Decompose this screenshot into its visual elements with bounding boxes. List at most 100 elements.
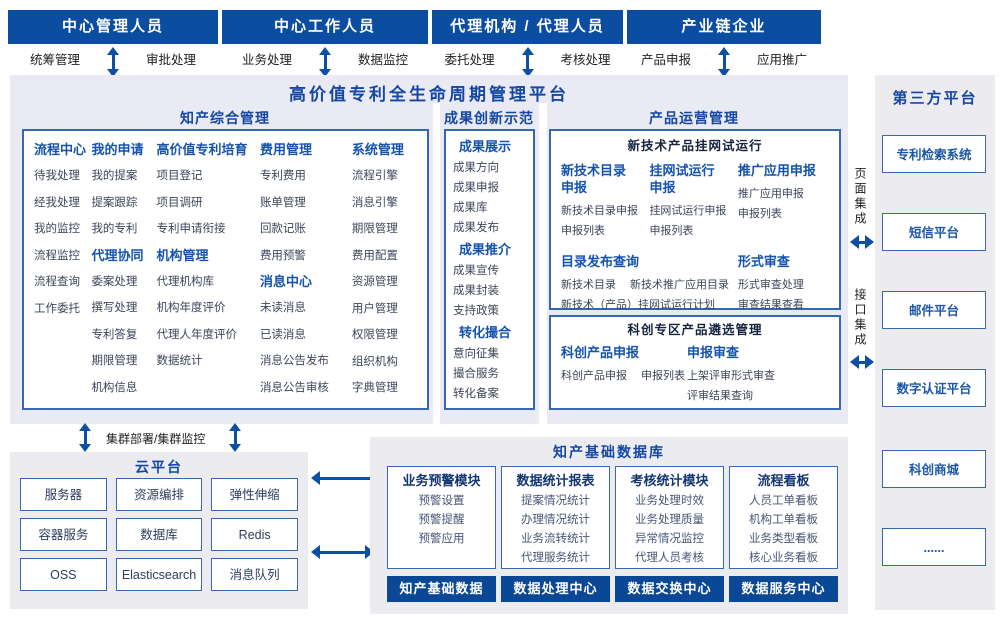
- data-module-title: 数据统计报表: [516, 473, 595, 488]
- sci-innovation-selection-box: 科创专区产品遴选管理 科创产品申报 科创产品申报申报列表 申报审查 上架评审形式…: [549, 315, 841, 410]
- menu-column: 高价值专利培育 项目登记项目调研专利申请衔接 机构管理 代理机构库机构年度评价代…: [157, 137, 257, 408]
- actor-function-label: 业务处理: [241, 53, 292, 67]
- platform-title: 高价值专利全生命周期管理平台: [289, 85, 569, 104]
- menu-item: 撰写处理: [91, 302, 138, 314]
- menu-column: 我的申请 我的提案提案跟踪我的专利 代理协同 委案处理撰写处理专利答复期限管理机…: [91, 137, 152, 408]
- menu-item: 数据统计: [156, 355, 203, 367]
- horizontal-double-arrow-icon: [850, 355, 874, 369]
- sub-box-title: 科创专区产品遴选管理: [627, 323, 763, 337]
- menu-item: 我的提案: [91, 170, 138, 182]
- actor-group: 代理机构 / 代理人员 委托处理 考核处理: [432, 10, 623, 79]
- menu-item: 评审结果查询: [686, 390, 753, 402]
- menu-items: 推广应用申报申报列表: [738, 184, 826, 224]
- third-party-system: ......: [882, 528, 986, 566]
- menu-group: 成果展示 成果方向成果申报成果库成果发布: [453, 135, 526, 238]
- group-row: 目录发布查询 新技术目录新技术推广应用目录新技术（产品）挂网试运行计划 形式审查…: [561, 249, 829, 315]
- menu-item: 费用预警: [259, 249, 306, 262]
- data-module-item: 代理服务统计: [521, 552, 590, 564]
- data-module-title: 业务预警模块: [402, 473, 481, 488]
- menu-group-title: 转化撮合: [459, 325, 512, 340]
- menu-item: 科创产品申报: [561, 370, 627, 382]
- actor-group: 产业链企业 产品申报 应用推广: [627, 10, 821, 79]
- actor-banner: 代理机构 / 代理人员: [432, 10, 623, 44]
- menu-item: 权限管理: [351, 329, 398, 341]
- menu-item: 项目登记: [156, 170, 203, 182]
- actor-function-label: 数据监控: [358, 53, 409, 67]
- section-title-achievement: 成果创新示范: [444, 110, 534, 126]
- menu-item: 委案处理: [91, 275, 138, 288]
- data-module-item: 人员工单看板: [749, 495, 818, 507]
- menu-item: 申报列表: [561, 225, 605, 237]
- menu-item: 流程监控: [34, 249, 80, 262]
- menu-items: 挂网试运行申报申报列表: [649, 201, 737, 241]
- menu-item: 形式审查处理: [737, 279, 804, 291]
- menu-item: 代理机构库: [156, 275, 215, 288]
- cloud-service: 资源编排: [115, 478, 203, 511]
- menu-item: 新技术（产品）挂网试运行计划: [561, 299, 715, 311]
- data-module-items: 人员工单看板机构工单看板业务类型看板核心业务看板: [730, 492, 837, 568]
- menu-group-title: 申报审查: [686, 345, 739, 360]
- data-module-item: 代理人员考核: [635, 552, 704, 564]
- group-row: 新技术目录 申报 新技术目录申报申报列表 挂网试运行 申报 挂网试运行申报申报列…: [561, 158, 829, 241]
- sub-box-title: 新技术产品挂网试运行: [627, 139, 763, 153]
- vertical-double-arrow-icon: [78, 423, 92, 452]
- cloud-service: 服务器: [20, 478, 107, 511]
- menu-items: 意向征集撮合服务转化备案: [453, 344, 526, 404]
- actor-function-label: 产品申报: [640, 53, 691, 67]
- menu-item: 成果库: [453, 202, 488, 214]
- cloud-service: Redis: [211, 518, 298, 551]
- actor-banner: 产业链企业: [627, 10, 821, 44]
- menu-items: 项目登记项目调研专利申请衔接: [157, 163, 257, 243]
- data-module-item: 业务流转统计: [521, 533, 590, 545]
- data-module-items: 业务处理时效业务处理质量异常情况监控代理人员考核: [616, 492, 723, 568]
- menu-item: 申报列表: [649, 225, 694, 237]
- data-center-label: 数据交换中心: [615, 576, 724, 602]
- data-module: 业务预警模块 预警设置预警提醒预警应用: [387, 466, 496, 569]
- third-party-system: 数字认证平台: [882, 369, 986, 407]
- menu-group: 系统管理 流程引擎消息引擎期限管理费用配置资源管理用户管理权限管理组织机构字典管…: [352, 137, 417, 402]
- section-title-product-ops: 产品运营管理: [649, 110, 739, 126]
- menu-group: 转化撮合 意向征集撮合服务转化备案: [453, 321, 526, 404]
- menu-group: 费用管理 专利费用账单管理回款记账费用预警: [260, 137, 348, 269]
- menu-column: 系统管理 流程引擎消息引擎期限管理费用配置资源管理用户管理权限管理组织机构字典管…: [352, 137, 417, 408]
- left-arrow-icon: [311, 471, 374, 485]
- menu-items: 上架评审形式审查评审结果查询: [687, 366, 829, 406]
- menu-group: 推广应用申报 推广应用申报申报列表: [738, 158, 826, 241]
- menu-group-title: 机构管理: [156, 247, 209, 263]
- menu-item: 组织机构: [351, 355, 398, 368]
- menu-group-title: 推广应用申报: [737, 163, 816, 178]
- third-party-system: 专利检索系统: [882, 135, 986, 173]
- menu-item: 机构年度评价: [156, 302, 226, 314]
- vertical-double-arrow-icon: [521, 47, 535, 77]
- data-module-item: 业务处理时效: [635, 495, 704, 507]
- page-integration-label: 页面集成: [853, 167, 867, 227]
- platform-container: 高价值专利全生命周期管理平台 知产综合管理 成果创新示范 产品运营管理 流程中心…: [10, 75, 848, 424]
- data-module-item: 预警提醒: [418, 514, 465, 526]
- menu-group-title: 挂网试运行 申报: [649, 163, 715, 195]
- menu-group: 申报审查 上架评审形式审查评审结果查询: [687, 340, 829, 406]
- menu-item: 成果封装: [453, 285, 499, 297]
- actor-function-label: 统筹管理: [29, 53, 80, 67]
- menu-item: 专利答复: [91, 328, 138, 341]
- menu-item: 资源管理: [351, 276, 398, 288]
- data-center-label: 知产基础数据: [387, 576, 496, 602]
- menu-item: 提案跟踪: [91, 196, 138, 209]
- menu-item: 待我处理: [34, 170, 80, 182]
- menu-items: 形式审查处理审查结果查看: [738, 275, 829, 315]
- menu-item: 新技术目录申报: [561, 205, 638, 217]
- third-party-system: 科创商城: [882, 450, 986, 488]
- ip-database-title: 知产基础数据库: [553, 444, 665, 460]
- menu-group: 高价值专利培育 项目登记项目调研专利申请衔接: [157, 137, 257, 243]
- menu-group: 科创产品申报 科创产品申报申报列表: [561, 340, 687, 406]
- vertical-double-arrow-icon: [106, 47, 120, 77]
- cloud-platform-title: 云平台: [135, 459, 183, 475]
- data-module: 流程看板 人员工单看板机构工单看板业务类型看板核心业务看板: [729, 466, 838, 569]
- menu-items: 科创产品申报申报列表: [561, 366, 687, 386]
- menu-items: 专利费用账单管理回款记账费用预警: [260, 163, 348, 269]
- data-module-item: 业务处理质量: [635, 514, 704, 526]
- menu-items: 新技术目录申报申报列表: [561, 201, 649, 241]
- actor-banner: 中心工作人员: [222, 10, 428, 44]
- menu-item: 推广应用申报: [737, 188, 804, 200]
- menu-item: 意向征集: [453, 348, 499, 360]
